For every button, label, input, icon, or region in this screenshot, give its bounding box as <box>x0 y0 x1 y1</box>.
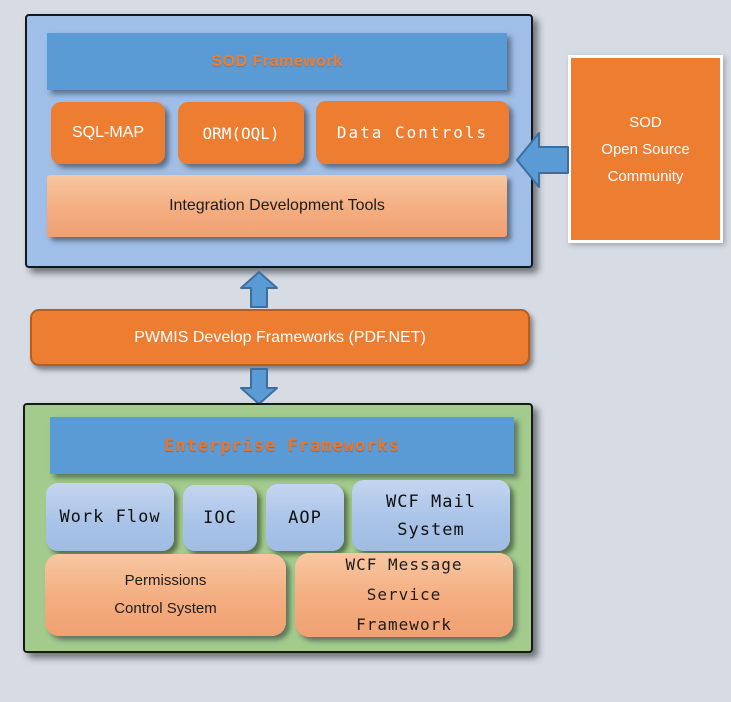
integration-development-tools-bar: Integration Development Tools <box>47 175 507 237</box>
work-flow-box: Work Flow <box>46 483 174 551</box>
community-line: Community <box>607 167 684 185</box>
data-controls-box: Data Controls <box>316 101 509 164</box>
permissions-control-system-box: Permissions Control System <box>45 554 286 636</box>
down-arrow <box>240 368 278 405</box>
sod-framework-header: SOD Framework <box>47 33 507 90</box>
pwmis-frameworks-bar: PWMIS Develop Frameworks (PDF.NET) <box>30 309 530 366</box>
sod-framework-container: SOD Framework SQL-MAP ORM(OQL) Data Cont… <box>25 14 533 268</box>
ioc-box: IOC <box>183 485 257 551</box>
wcf-mail-system-label: WCF Mail System <box>386 491 476 540</box>
enterprise-frameworks-header: Enterprise Frameworks <box>50 417 514 474</box>
community-line: Open Source <box>601 140 690 158</box>
enterprise-frameworks-container: Enterprise Frameworks Work Flow IOC AOP … <box>23 403 533 653</box>
community-line: SOD <box>629 113 662 131</box>
wcf-message-service-framework-box: WCF Message Service Framework <box>295 553 513 637</box>
aop-box: AOP <box>266 484 344 551</box>
wcf-mail-system-box: WCF Mail System <box>352 480 510 551</box>
wcf-message-service-framework-label: WCF Message Service Framework <box>345 555 463 634</box>
permissions-control-system-label: Permissions Control System <box>114 572 217 617</box>
orm-oql-box: ORM(OQL) <box>178 102 304 164</box>
left-arrow <box>516 132 569 188</box>
sod-community-box: SOD Open Source Community <box>568 55 723 243</box>
sql-map-box: SQL-MAP <box>51 102 165 164</box>
up-arrow <box>240 271 278 308</box>
